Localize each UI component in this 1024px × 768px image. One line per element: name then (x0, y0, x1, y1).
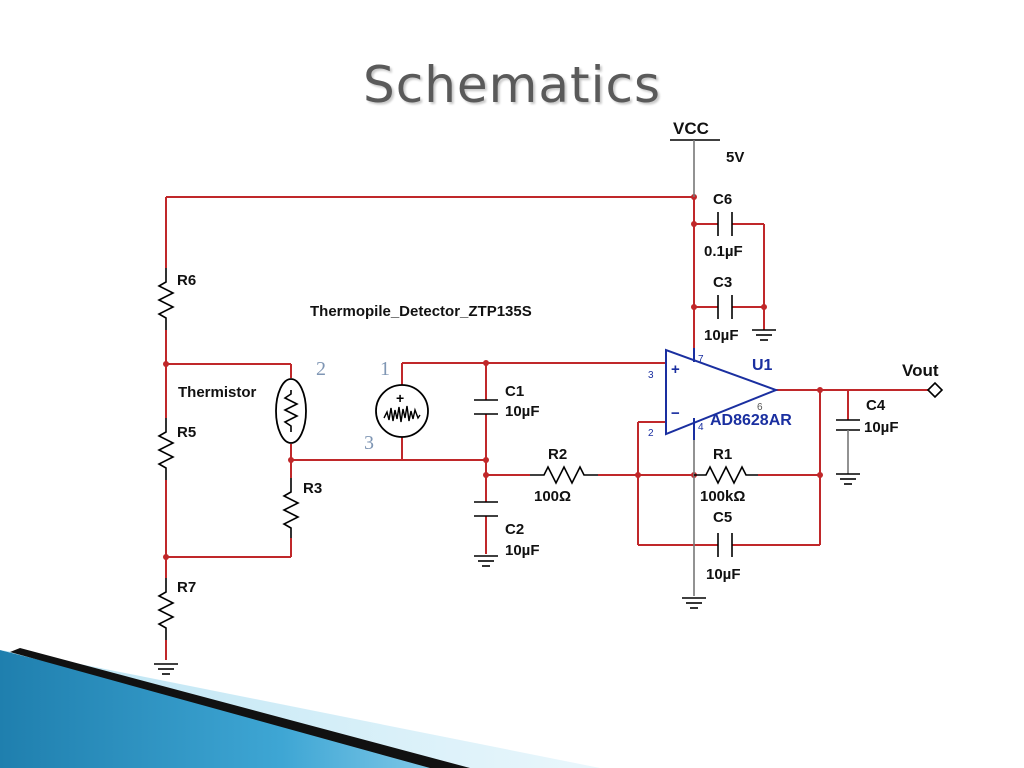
vout-terminal: Vout (902, 361, 944, 399)
thermopile-detector: + Thermopile_Detector_ZTP135S 1 3 (310, 303, 532, 454)
opamp-pin-6: 6 (757, 402, 763, 413)
opamp-minus-pin: − (671, 405, 680, 422)
vcc-value-label: 5V (726, 149, 744, 166)
capacitor-c3: C3 10µF (704, 274, 739, 344)
r6-label: R6 (177, 272, 196, 289)
capacitor-c6: C6 0.1µF (704, 191, 743, 260)
c5-value-label: 10µF (706, 566, 741, 583)
resistor-r2: R2 100Ω (530, 446, 598, 505)
capacitor-c2: C2 10µF (474, 501, 540, 567)
c2-value-label: 10µF (505, 542, 540, 559)
c1-value-label: 10µF (505, 403, 540, 420)
vcc-source: VCC 5V (670, 119, 744, 197)
opamp-pin-3: 3 (648, 370, 654, 381)
opamp-u1: + − 3 2 7 4 6 U1 AD8628AR (648, 348, 792, 596)
r7-label: R7 (177, 579, 196, 596)
r1-label: R1 (713, 446, 732, 463)
corner-decoration (0, 648, 600, 768)
c6-value-label: 0.1µF (704, 243, 743, 260)
slide-title: Schematics (362, 56, 662, 114)
u1-label: U1 (752, 357, 773, 374)
resistor-r1: R1 100kΩ (694, 446, 758, 505)
c1-label: C1 (505, 383, 524, 400)
ground-symbol (752, 329, 776, 341)
vcc-label: VCC (673, 119, 709, 138)
svg-text:+: + (396, 390, 404, 406)
resistor-r3: R3 (282, 478, 322, 538)
c3-value-label: 10µF (704, 327, 739, 344)
detector-label: Thermopile_Detector_ZTP135S (310, 303, 532, 320)
pin-1-label: 1 (380, 358, 390, 380)
c4-value-label: 10µF (864, 419, 899, 436)
resistor-r7: R7 (154, 578, 196, 675)
capacitor-c5: C5 10µF (706, 509, 741, 583)
c2-label: C2 (505, 521, 524, 538)
c4-label: C4 (866, 397, 886, 414)
r3-label: R3 (303, 480, 322, 497)
vout-label: Vout (902, 361, 939, 380)
r5-label: R5 (177, 424, 196, 441)
r1-value-label: 100kΩ (700, 488, 745, 505)
resistor-r5: R5 (157, 418, 196, 480)
r2-value-label: 100Ω (534, 488, 571, 505)
thermistor-label: Thermistor (178, 384, 257, 401)
pin-2-label: 2 (316, 358, 326, 380)
capacitor-c1: C1 10µF (474, 383, 540, 420)
opamp-plus-pin: + (671, 361, 680, 378)
pin-3-label: 3 (364, 432, 374, 454)
thermistor: Thermistor 2 (178, 358, 326, 444)
opamp-pin-2: 2 (648, 428, 654, 439)
u1-part-label: AD8628AR (710, 412, 792, 429)
resistor-r6: R6 (157, 268, 196, 330)
capacitor-c4: C4 10µF (836, 397, 899, 485)
c5-label: C5 (713, 509, 732, 526)
c6-label: C6 (713, 191, 732, 208)
ground-symbol (682, 597, 706, 609)
r2-label: R2 (548, 446, 567, 463)
opamp-pin-4: 4 (698, 422, 704, 433)
c3-label: C3 (713, 274, 732, 291)
opamp-pin-7: 7 (698, 354, 704, 365)
